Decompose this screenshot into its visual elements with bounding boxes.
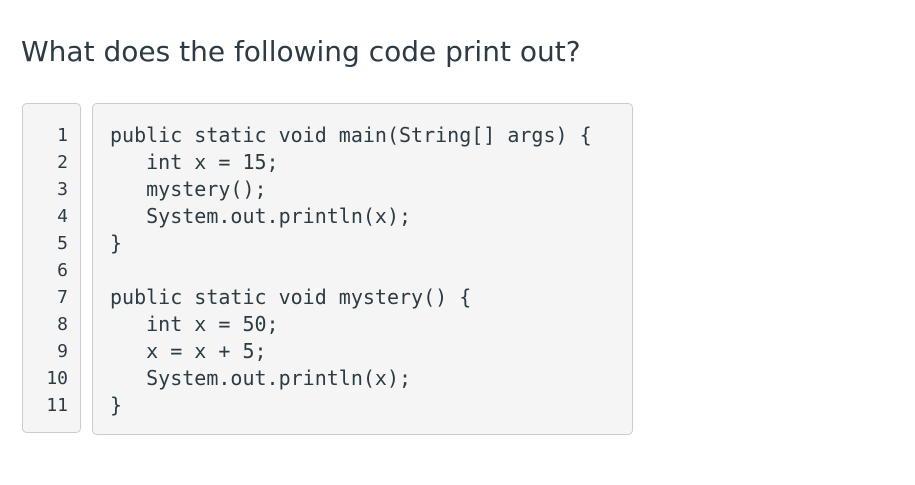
line-number: 5	[57, 233, 68, 254]
line-number-gutter: 1 2 3 4 5 6 7 8 9 10 11	[22, 103, 81, 433]
code-line: public static void mystery() {	[110, 285, 472, 309]
code-line: int x = 15;	[110, 150, 279, 174]
code-line: x = x + 5;	[110, 339, 267, 363]
line-number: 8	[57, 314, 68, 335]
line-number: 4	[57, 206, 68, 227]
code-line	[93, 257, 632, 284]
code-line: int x = 50;	[110, 312, 279, 336]
code-block: 1 2 3 4 5 6 7 8 9 10 11 public static vo…	[22, 103, 633, 435]
code-line: System.out.println(x);	[110, 204, 412, 228]
code-line: }	[110, 231, 123, 255]
code-line: public static void main(String[] args) {	[110, 123, 592, 147]
line-number: 9	[57, 341, 68, 362]
line-number: 3	[57, 179, 68, 200]
line-number: 1	[57, 125, 68, 146]
line-number: 7	[57, 287, 68, 308]
question-title: What does the following code print out?	[21, 35, 581, 68]
line-number: 6	[57, 260, 68, 281]
line-number: 2	[57, 152, 68, 173]
code-line: System.out.println(x);	[110, 366, 412, 390]
line-number: 10	[46, 368, 68, 389]
line-number: 11	[46, 395, 68, 416]
code-line: mystery();	[110, 177, 267, 201]
code-panel[interactable]: public static void main(String[] args) {…	[92, 103, 633, 435]
code-line: }	[110, 393, 123, 417]
